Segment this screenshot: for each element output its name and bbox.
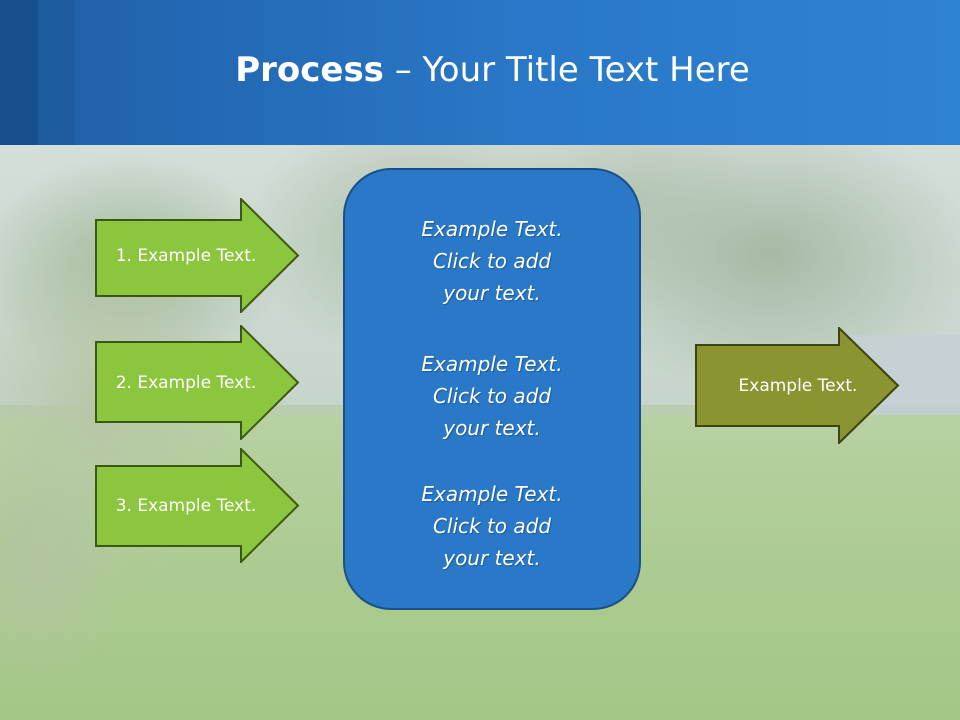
process-text-line: Example Text. — [421, 217, 563, 241]
title-bold: Process — [235, 50, 384, 90]
arrow-shape — [95, 448, 300, 563]
input-arrow-2[interactable]: 2. Example Text. — [95, 325, 300, 440]
input-arrow-label: 1. Example Text. — [115, 245, 257, 266]
input-arrow-label: 3. Example Text. — [115, 495, 257, 516]
output-arrow-label: Example Text. — [738, 375, 858, 396]
process-text-block-1[interactable]: Example Text. Click to add your text. — [343, 213, 641, 309]
process-text-line: your text. — [443, 416, 541, 440]
output-arrow[interactable]: Example Text. — [695, 327, 900, 444]
arrow-shape — [95, 325, 300, 440]
title-rest: – Your Title Text Here — [383, 50, 750, 90]
process-text-line: Example Text. — [421, 352, 563, 376]
header-accent-mid — [38, 0, 75, 145]
slide-title[interactable]: Process – Your Title Text Here — [75, 50, 910, 90]
process-text-block-2[interactable]: Example Text. Click to add your text. — [343, 348, 641, 444]
input-arrow-3[interactable]: 3. Example Text. — [95, 448, 300, 563]
input-arrow-label: 2. Example Text. — [115, 372, 257, 393]
slide-header: Process – Your Title Text Here — [0, 0, 960, 145]
process-text-line: Click to add — [432, 249, 552, 273]
arrow-shape — [95, 198, 300, 313]
header-accent-dark — [0, 0, 38, 145]
process-text-line: your text. — [443, 546, 541, 570]
process-text-line: Example Text. — [421, 482, 563, 506]
process-text-line: your text. — [443, 281, 541, 305]
process-text-line: Click to add — [432, 384, 552, 408]
process-box[interactable] — [343, 168, 641, 610]
arrow-shape — [695, 327, 900, 444]
process-text-block-3[interactable]: Example Text. Click to add your text. — [343, 478, 641, 574]
input-arrow-1[interactable]: 1. Example Text. — [95, 198, 300, 313]
process-text-line: Click to add — [432, 514, 552, 538]
